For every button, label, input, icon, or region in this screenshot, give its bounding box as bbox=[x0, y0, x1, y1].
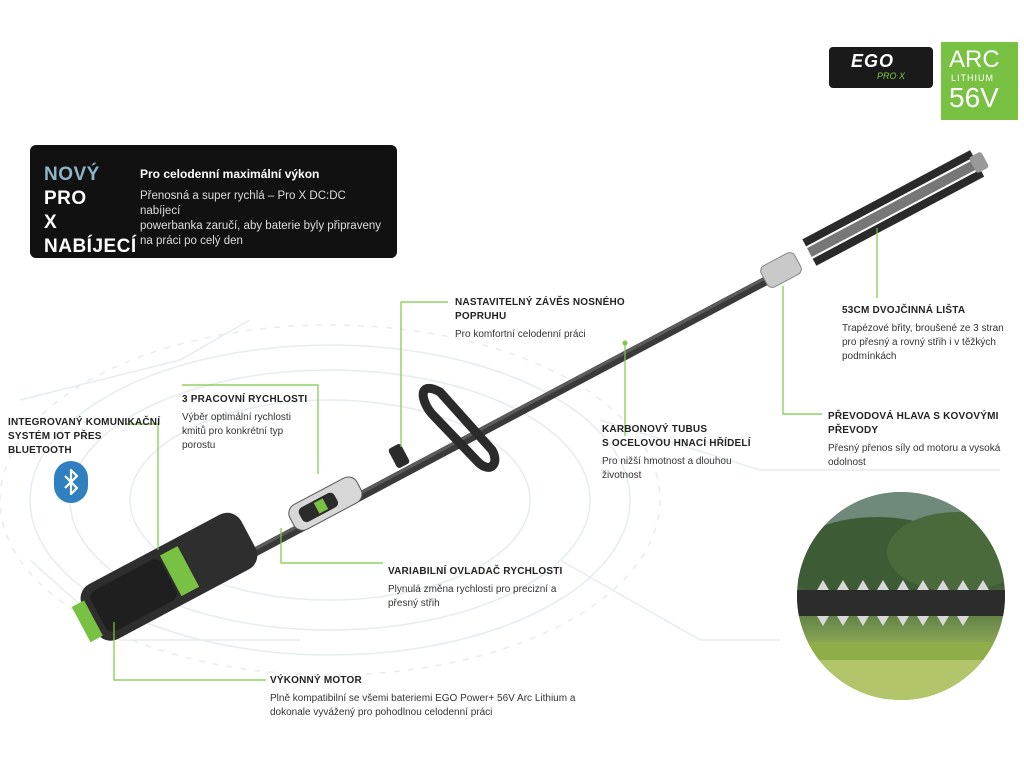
feature-gearhead-title: PŘEVODOVÁ HLAVA S KOVOVÝMI PŘEVODY bbox=[828, 411, 999, 436]
ego-logo-main: EGO bbox=[851, 51, 895, 71]
hedge-cutting-photo bbox=[797, 492, 1005, 700]
feature-blade-title: 53CM DVOJČINNÁ LIŠTA bbox=[842, 305, 966, 316]
feature-blade-desc: Trapézové břity, broušené ze 3 stran pro… bbox=[842, 323, 1004, 362]
feature-strap-title: NASTAVITELNÝ ZÁVĚS NOSNÉHO POPRUHU bbox=[455, 297, 625, 322]
feature-blade: 53CM DVOJČINNÁ LIŠTA Trapézové břity, br… bbox=[842, 304, 1022, 364]
arc-logo-line3: 56V bbox=[949, 82, 999, 113]
feature-speeds: 3 PRACOVNÍ RYCHLOSTI Výběr optimální ryc… bbox=[182, 393, 342, 453]
ego-logo: EGO PRO X bbox=[829, 47, 933, 88]
arc-logo-line2: LITHIUM bbox=[951, 73, 994, 83]
info-box-description: Přenosná a super rychlá – Pro X DC:DC na… bbox=[140, 190, 381, 247]
feature-motor: VÝKONNÝ MOTOR Plně kompatibilní se všemi… bbox=[270, 674, 600, 720]
feature-strap-desc: Pro komfortní celodenní práci bbox=[455, 329, 586, 340]
feature-gearhead-desc: Přesný přenos síly od motoru a vysoká od… bbox=[828, 443, 1001, 468]
feature-trigger-title: VARIABILNÍ OVLADAČ RYCHLOSTI bbox=[388, 566, 563, 577]
info-box-heading: NOVÝ PRO X NABÍJECÍ SYSTÉM bbox=[44, 163, 136, 283]
feature-carbon-desc: Pro nižší hmotnost a dlouhou životnost bbox=[602, 456, 732, 481]
info-box-heading-accent: NOVÝ bbox=[44, 164, 100, 185]
info-box-heading-rest: PRO X NABÍJECÍ SYSTÉM bbox=[44, 188, 137, 281]
bluetooth-icon bbox=[54, 461, 88, 503]
arc-lithium-logo: ARC LITHIUM 56V bbox=[941, 42, 1018, 120]
ego-logo-sub: PRO X bbox=[877, 71, 906, 81]
feature-trigger: VARIABILNÍ OVLADAČ RYCHLOSTI Plynulá změ… bbox=[388, 565, 588, 611]
feature-bluetooth: INTEGROVANÝ KOMUNIKAČNÍ SYSTÉM IOT PŘES … bbox=[8, 416, 168, 458]
feature-carbon-title: KARBONOVÝ TUBUS S OCELOVOU HNACÍ HŘÍDELÍ bbox=[602, 424, 751, 449]
feature-trigger-desc: Plynulá změna rychlosti pro precizní a p… bbox=[388, 584, 557, 609]
charging-system-info-box: NOVÝ PRO X NABÍJECÍ SYSTÉM Pro celodenní… bbox=[30, 145, 397, 281]
info-box-title: Pro celodenní maximální výkon bbox=[140, 167, 320, 181]
feature-speeds-title: 3 PRACOVNÍ RYCHLOSTI bbox=[182, 394, 308, 405]
arc-logo-line1: ARC bbox=[949, 46, 1000, 73]
feature-bluetooth-title: INTEGROVANÝ KOMUNIKAČNÍ SYSTÉM IOT PŘES … bbox=[8, 417, 161, 456]
feature-speeds-desc: Výběr optimální rychlosti kmitů pro konk… bbox=[182, 412, 291, 451]
feature-carbon: KARBONOVÝ TUBUS S OCELOVOU HNACÍ HŘÍDELÍ… bbox=[602, 423, 772, 483]
feature-motor-title: VÝKONNÝ MOTOR bbox=[270, 675, 362, 686]
feature-strap: NASTAVITELNÝ ZÁVĚS NOSNÉHO POPRUHU Pro k… bbox=[455, 296, 655, 342]
feature-gearhead: PŘEVODOVÁ HLAVA S KOVOVÝMI PŘEVODY Přesn… bbox=[828, 410, 1024, 470]
feature-motor-desc: Plně kompatibilní se všemi bateriemi EGO… bbox=[270, 693, 576, 718]
